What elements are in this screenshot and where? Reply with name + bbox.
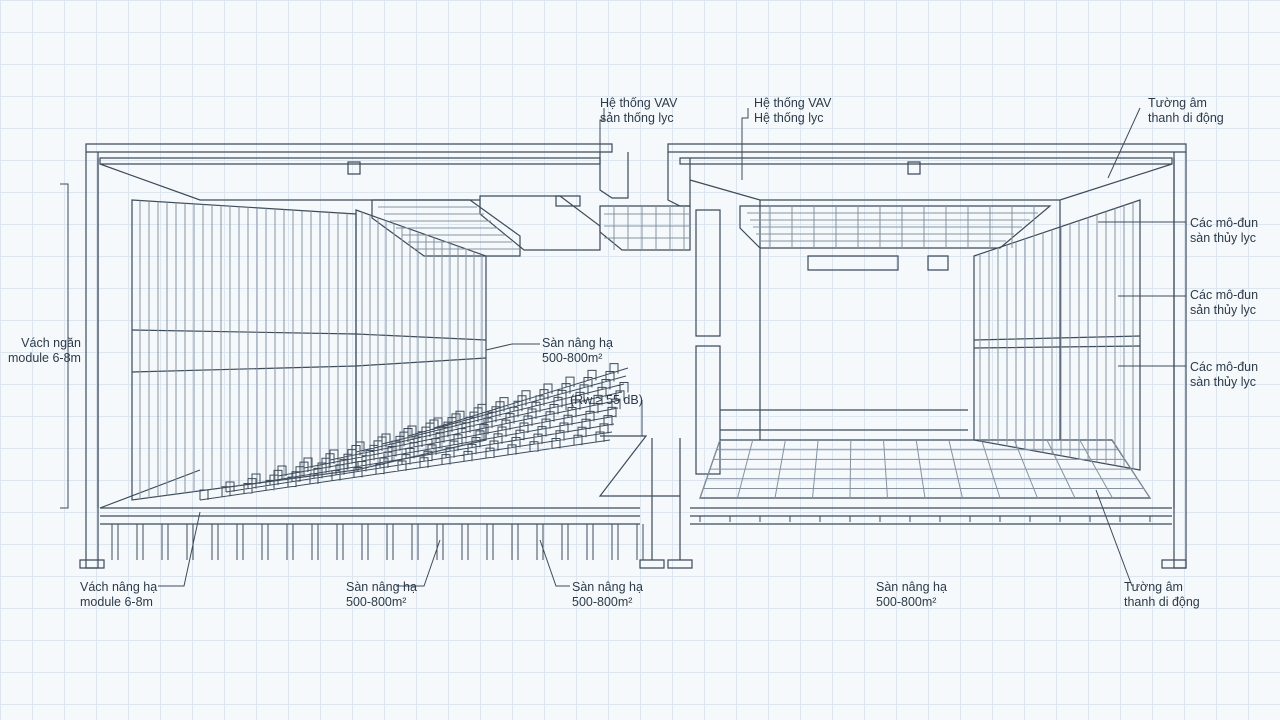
ceiling-unit-1 <box>556 196 580 206</box>
light-fixture-2 <box>908 162 920 174</box>
column-center <box>652 438 680 560</box>
wall-panels-right <box>974 200 1140 470</box>
left-room-ceiling-edge <box>100 164 480 508</box>
ceiling-slab-right <box>680 158 1172 164</box>
label-rw: (Rw ≥ 55 dB) <box>570 393 643 407</box>
label-modules-2-line2: sản thủy lyc <box>1190 303 1257 317</box>
roof-slab-left <box>86 144 612 152</box>
footing-mid-right <box>668 560 692 568</box>
label-partition-left-line2: module 6-8m <box>8 351 81 365</box>
label-wall-top-right: Tường âm thanh di động <box>1148 96 1224 126</box>
leader-bottom-wall-left <box>158 512 200 586</box>
label-bottom-wall-left-line2: module 6-8m <box>80 595 153 609</box>
floor-supports-left <box>112 524 643 560</box>
movable-wall-center <box>696 210 720 474</box>
label-bottom-wall-right: Tường âm thanh di động <box>1124 580 1200 610</box>
floor-grid-right <box>700 440 1150 498</box>
label-modules-2-line1: Các mô-đun <box>1190 288 1259 302</box>
wall-panel-rails <box>132 330 1140 372</box>
footing-mid-left <box>640 560 664 568</box>
leader-rw <box>566 400 642 436</box>
label-bottom-wall-left: Vách nâng hạ module 6-8m <box>80 580 157 610</box>
label-modules-1-line1: Các mô-đun <box>1190 216 1259 230</box>
leader-bottom-floor-1 <box>396 540 440 586</box>
leader-partition-left <box>60 184 68 508</box>
label-bottom-floor-2-line1: Sàn nâng hạ <box>572 580 643 594</box>
wall-panels-far-left <box>132 200 356 500</box>
label-modules-3: Các mô-đun sàn thủy lyc <box>1190 360 1258 390</box>
right-room-perspective <box>690 164 1172 440</box>
ceiling-grid-left <box>378 207 519 249</box>
leader-wall-top-right <box>1108 108 1140 178</box>
label-floor-mid: Sàn nâng hạ 500-800m² <box>542 336 613 366</box>
label-bottom-wall-left-line1: Vách nâng hạ <box>80 580 158 594</box>
label-partition-left-line1: Vách ngăn <box>21 336 81 350</box>
label-vav-right-line1: Hệ thống VAV <box>754 96 832 110</box>
column-right-outer <box>1174 152 1186 568</box>
label-vav-left-line1: Hệ thống VAV <box>600 96 678 110</box>
label-bottom-floor-1: Sàn nâng hạ 500-800m² <box>346 580 417 610</box>
footing-left <box>80 560 104 568</box>
retractable-seating-rows <box>200 364 628 500</box>
footing-right <box>1162 560 1186 568</box>
vav-duct-grid <box>604 206 690 250</box>
label-bottom-floor-3-line1: Sàn nâng hạ <box>876 580 947 594</box>
right-floor-edge <box>690 440 1172 524</box>
label-bottom-floor-1-line2: 500-800m² <box>346 595 407 609</box>
ceiling-slab-left <box>100 158 600 164</box>
label-bottom-floor-1-line1: Sàn nâng hạ <box>346 580 417 594</box>
label-vav-right: Hệ thống VAV Hệ thống lyc <box>754 96 831 126</box>
label-modules-1-line2: sàn thủy lyc <box>1190 231 1257 245</box>
leader-vav-left <box>600 108 604 186</box>
wall-panels-near-left <box>356 210 486 470</box>
label-bottom-floor-3: Sàn nâng hạ 500-800m² <box>876 580 947 610</box>
label-modules-3-line1: Các mô-đun <box>1190 360 1259 374</box>
label-bottom-floor-2-line2: 500-800m² <box>572 595 633 609</box>
label-modules-3-line2: sàn thủy lyc <box>1190 375 1257 389</box>
ceiling-box-1 <box>372 200 520 256</box>
leader-bottom-wall-right <box>1096 490 1132 586</box>
label-vav-right-line2: Hệ thống lyc <box>754 111 824 125</box>
label-bottom-floor-3-line2: 500-800m² <box>876 595 937 609</box>
label-bottom-floor-2: Sàn nâng hạ 500-800m² <box>572 580 643 610</box>
label-vav-left-line2: sản thống lyc <box>600 111 674 125</box>
floor-supports-right <box>700 516 1150 522</box>
label-modules-2: Các mô-đun sản thủy lyc <box>1190 288 1258 318</box>
rw-bridge <box>600 436 680 496</box>
leader-floor-mid <box>486 344 540 350</box>
leader-vav-right <box>742 108 748 180</box>
label-partition-left: Vách ngăn module 6-8m <box>8 336 81 366</box>
wall-slats-far-left <box>140 201 347 499</box>
label-floor-mid-line1: Sàn nâng hạ <box>542 336 613 350</box>
ceiling-grid-right <box>747 206 1038 248</box>
left-floor-edge <box>100 508 640 524</box>
wall-slats-near-left <box>362 212 482 468</box>
label-wall-top-right-line2: thanh di động <box>1148 111 1224 125</box>
label-wall-top-right-line1: Tường âm <box>1148 96 1207 110</box>
vav-duct-right <box>668 152 690 206</box>
label-modules-1: Các mô-đun sàn thủy lyc <box>1190 216 1258 246</box>
label-bottom-wall-right-line2: thanh di động <box>1124 595 1200 609</box>
ceiling-unit-3 <box>808 256 898 270</box>
wall-slats-right <box>980 202 1133 468</box>
label-floor-mid-line2: 500-800m² <box>542 351 603 365</box>
light-fixture-1 <box>348 162 360 174</box>
column-left-outer <box>86 152 98 568</box>
stage-front-strip <box>720 410 968 430</box>
label-bottom-wall-right-line1: Tường âm <box>1124 580 1183 594</box>
label-vav-left: Hệ thống VAV sản thống lyc <box>600 96 677 126</box>
roof-slab-right <box>668 144 1186 152</box>
leader-bottom-floor-2 <box>540 540 570 586</box>
ceiling-unit-2 <box>928 256 948 270</box>
vav-duct-left <box>600 152 628 198</box>
